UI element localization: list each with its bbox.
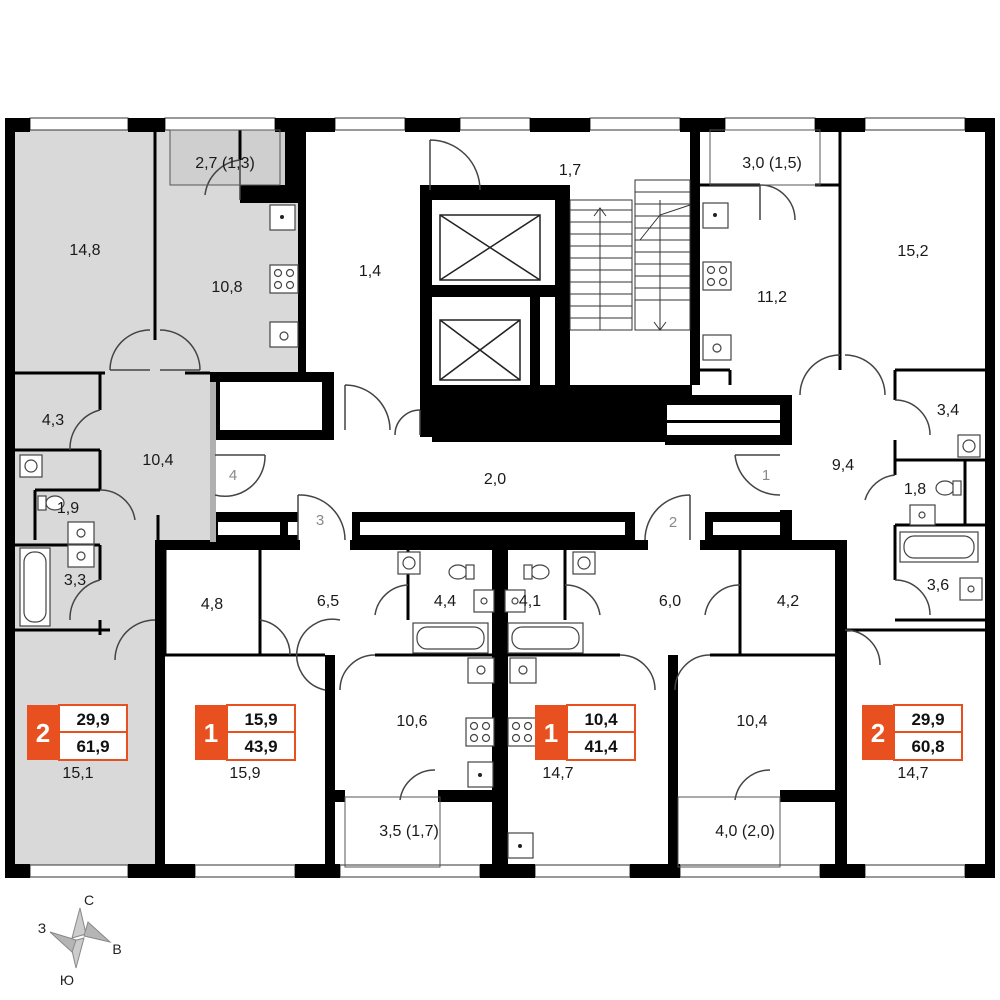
- compass-rose-icon: [49, 907, 112, 969]
- apartment-total-area: 61,9: [76, 737, 109, 756]
- elevator-shafts: [439, 214, 541, 381]
- staircase: [569, 179, 691, 331]
- room-area-label: 1,4: [359, 263, 381, 280]
- room-area-label: 11,2: [757, 289, 787, 306]
- apartment-room-count: 1: [204, 718, 218, 748]
- apartment-badge-4[interactable]: 2 29,9 60,8: [862, 704, 963, 761]
- compass-north: С: [84, 892, 94, 908]
- room-area-label: 15,9: [229, 765, 260, 782]
- apartment-total-area: 60,8: [911, 737, 944, 756]
- room-area-label: 1,8: [904, 481, 926, 498]
- apartment-room-count: 1: [544, 718, 558, 748]
- room-area-label: 3,3: [64, 572, 86, 589]
- balcony-frames: [169, 129, 821, 868]
- room-area-label: 1,7: [559, 162, 581, 179]
- balcony-area-label: 4,0 (2,0): [715, 823, 775, 840]
- balcony-area-label: 2,7 (1,3): [195, 155, 255, 172]
- room-labels: 14,8 2,7 (1,3) 10,8 4,3 10,4 1,9 3,3 15,…: [42, 155, 959, 840]
- room-area-label: 4,3: [42, 412, 64, 429]
- corridor-area-label: 2,0: [484, 471, 506, 488]
- compass: С В Ю З: [38, 892, 122, 988]
- room-area-label: 10,8: [211, 279, 242, 296]
- apartment-total-area: 43,9: [244, 737, 277, 756]
- room-area-label: 6,5: [317, 593, 339, 610]
- door-number-4: 4: [229, 467, 237, 484]
- door-number-2: 2: [669, 514, 677, 531]
- room-area-label: 6,0: [659, 593, 681, 610]
- room-area-label: 14,7: [542, 765, 573, 782]
- apartment-badge-3[interactable]: 1 10,4 41,4: [535, 704, 636, 761]
- room-area-label: 15,2: [897, 243, 928, 260]
- compass-east: В: [112, 941, 121, 957]
- apartment-room-count: 2: [871, 718, 885, 748]
- compass-south: Ю: [60, 972, 74, 988]
- apartment-total-area: 41,4: [584, 737, 618, 756]
- walls: [5, 118, 995, 878]
- room-area-label: 10,4: [736, 713, 767, 730]
- room-area-label: 4,8: [201, 596, 223, 613]
- room-area-label: 4,1: [519, 593, 541, 610]
- room-area-label: 4,4: [434, 593, 456, 610]
- apartment-living-area: 29,9: [76, 710, 109, 729]
- plumbing-fixtures: [19, 202, 983, 859]
- apartment-living-area: 29,9: [911, 710, 944, 729]
- partitions: [15, 130, 985, 657]
- room-area-label: 3,4: [937, 402, 959, 419]
- apartment-room-count: 2: [36, 718, 50, 748]
- room-area-label: 4,2: [777, 593, 799, 610]
- apartment-badge-2[interactable]: 1 15,9 43,9: [195, 704, 296, 761]
- balcony-area-label: 3,0 (1,5): [742, 155, 802, 172]
- door-number-1: 1: [762, 467, 770, 484]
- highlighted-apartment: [15, 130, 298, 865]
- room-area-label: 14,7: [897, 765, 928, 782]
- room-area-label: 9,4: [832, 457, 854, 474]
- apartment-door-numbers: 1 2 3 4: [229, 467, 770, 531]
- room-area-label: 10,6: [396, 713, 427, 730]
- doors: [69, 139, 931, 801]
- apartment-living-area: 15,9: [244, 710, 277, 729]
- apartment-badge-1[interactable]: 2 29,9 61,9: [27, 704, 128, 761]
- balcony-area-label: 3,5 (1,7): [379, 823, 439, 840]
- compass-west: З: [38, 920, 46, 936]
- room-area-label: 10,4: [142, 452, 173, 469]
- room-area-label: 1,9: [57, 500, 79, 517]
- apartment-living-area: 10,4: [584, 710, 618, 729]
- door-number-3: 3: [316, 512, 324, 529]
- vent-markers: [280, 213, 717, 848]
- room-area-label: 14,8: [69, 242, 100, 259]
- room-area-label: 15,1: [62, 765, 93, 782]
- room-area-label: 3,6: [927, 577, 949, 594]
